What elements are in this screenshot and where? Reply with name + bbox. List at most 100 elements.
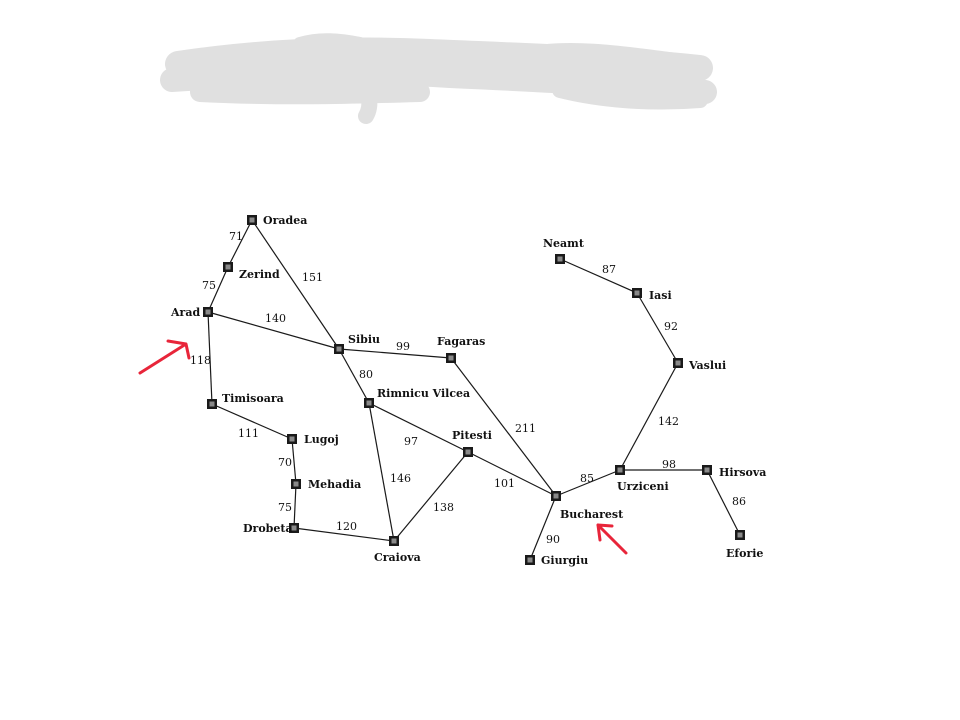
road-rimnicu-pitesti (368, 402, 469, 453)
goal-arrow (596, 523, 628, 555)
city-marker-core (366, 400, 372, 406)
distance-label-sibiu-rimnicu: 80 (359, 368, 373, 381)
city-label-pitesti: Pitesti (452, 429, 492, 442)
city-marker-core (527, 557, 533, 563)
city-marker-core (557, 256, 563, 262)
city-node-mehadia (291, 479, 301, 489)
city-node-arad (203, 307, 213, 317)
road-oradea-sibiu (251, 219, 340, 350)
city-node-iasi (632, 288, 642, 298)
city-label-arad: Arad (170, 306, 200, 319)
city-marker-core (291, 525, 297, 531)
road-fagaras-bucharest (450, 357, 557, 497)
city-label-urziceni: Urziceni (617, 480, 669, 493)
city-node-eforie (735, 530, 745, 540)
city-marker-core (293, 481, 299, 487)
city-marker-core (249, 217, 255, 223)
distance-label-bucharest-urziceni: 85 (580, 472, 594, 485)
road-pitesti-bucharest (467, 451, 557, 497)
city-label-vaslui: Vaslui (688, 359, 726, 372)
city-marker-core (465, 449, 471, 455)
road-arad-sibiu (207, 311, 340, 350)
road-iasi-neamt (559, 258, 638, 294)
city-label-mehadia: Mehadia (308, 478, 361, 491)
road-timisoara-lugoj (211, 403, 293, 440)
city-label-eforie: Eforie (726, 547, 763, 560)
city-label-drobeta: Drobeta (243, 522, 293, 535)
distance-label-vaslui-iasi: 92 (664, 320, 678, 333)
city-label-iasi: Iasi (649, 289, 672, 302)
distance-label-rimnicu-pitesti: 97 (404, 435, 418, 448)
city-marker-core (209, 401, 215, 407)
road-lugoj-mehadia (291, 438, 297, 485)
road-sibiu-fagaras (338, 348, 452, 359)
city-marker-core (553, 493, 559, 499)
city-node-giurgiu (525, 555, 535, 565)
city-label-lugoj: Lugoj (304, 433, 339, 446)
road-hirsova-eforie (706, 469, 741, 536)
city-node-pitesti (463, 447, 473, 457)
city-marker-core (704, 467, 710, 473)
city-node-urziceni (615, 465, 625, 475)
city-marker-core (617, 467, 623, 473)
redacted-title-scribble (160, 33, 717, 124)
distance-label-rimnicu-craiova: 146 (390, 472, 411, 485)
city-node-zerind (223, 262, 233, 272)
distance-label-drobeta-craiova: 120 (336, 520, 357, 533)
city-label-oradea: Oradea (263, 214, 307, 227)
city-label-bucharest: Bucharest (560, 508, 624, 521)
city-node-lugoj (287, 434, 297, 444)
distance-label-urziceni-hirsova: 98 (662, 458, 676, 471)
distance-label-pitesti-bucharest: 101 (494, 477, 515, 490)
distance-label-arad-timisoara: 118 (190, 354, 211, 367)
roads-layer (207, 219, 741, 561)
city-node-hirsova (702, 465, 712, 475)
road-sibiu-rimnicu (338, 348, 370, 404)
road-bucharest-giurgiu (529, 495, 557, 561)
distance-label-oradea-zerind: 71 (229, 230, 243, 243)
city-marker-core (205, 309, 211, 315)
cities-layer (203, 215, 745, 565)
annotation-arrows (138, 339, 628, 555)
distance-label-hirsova-eforie: 86 (732, 495, 746, 508)
city-label-fagaras: Fagaras (437, 335, 485, 348)
city-node-craiova (389, 536, 399, 546)
distance-label-fagaras-bucharest: 211 (515, 422, 536, 435)
city-node-timisoara (207, 399, 217, 409)
city-marker-core (675, 360, 681, 366)
city-label-zerind: Zerind (239, 268, 280, 281)
distance-label-lugoj-mehadia: 70 (278, 456, 292, 469)
city-node-oradea (247, 215, 257, 225)
city-node-fagaras (446, 353, 456, 363)
city-label-hirsova: Hirsova (719, 466, 766, 479)
city-marker-core (391, 538, 397, 544)
city-marker-core (336, 346, 342, 352)
city-label-sibiu: Sibiu (348, 333, 380, 346)
road-vaslui-iasi (636, 292, 679, 364)
city-node-drobeta (289, 523, 299, 533)
city-label-rimnicu: Rimnicu Vilcea (377, 387, 470, 400)
road-oradea-zerind (227, 219, 253, 268)
distance-label-timisoara-lugoj: 111 (238, 427, 259, 440)
city-node-neamt (555, 254, 565, 264)
road-craiova-pitesti (393, 451, 469, 542)
road-urziceni-vaslui (619, 362, 679, 471)
start-arrow (138, 339, 191, 375)
city-node-bucharest (551, 491, 561, 501)
city-marker-core (634, 290, 640, 296)
road-rimnicu-craiova (368, 402, 395, 542)
city-labels-layer: OradeaZerindAradTimisoaraLugojMehadiaDro… (170, 214, 766, 567)
city-node-vaslui (673, 358, 683, 368)
distance-label-craiova-pitesti: 138 (433, 501, 454, 514)
distance-label-urziceni-vaslui: 142 (658, 415, 679, 428)
distance-label-mehadia-drobeta: 75 (278, 501, 292, 514)
distance-label-bucharest-giurgiu: 90 (546, 533, 560, 546)
city-label-craiova: Craiova (374, 551, 421, 564)
road-bucharest-urziceni (555, 469, 621, 497)
distances-layer: 7115175140118111707512099809714613821110… (190, 230, 746, 546)
distance-label-oradea-sibiu: 151 (302, 271, 323, 284)
road-mehadia-drobeta (293, 483, 297, 529)
city-node-rimnicu (364, 398, 374, 408)
